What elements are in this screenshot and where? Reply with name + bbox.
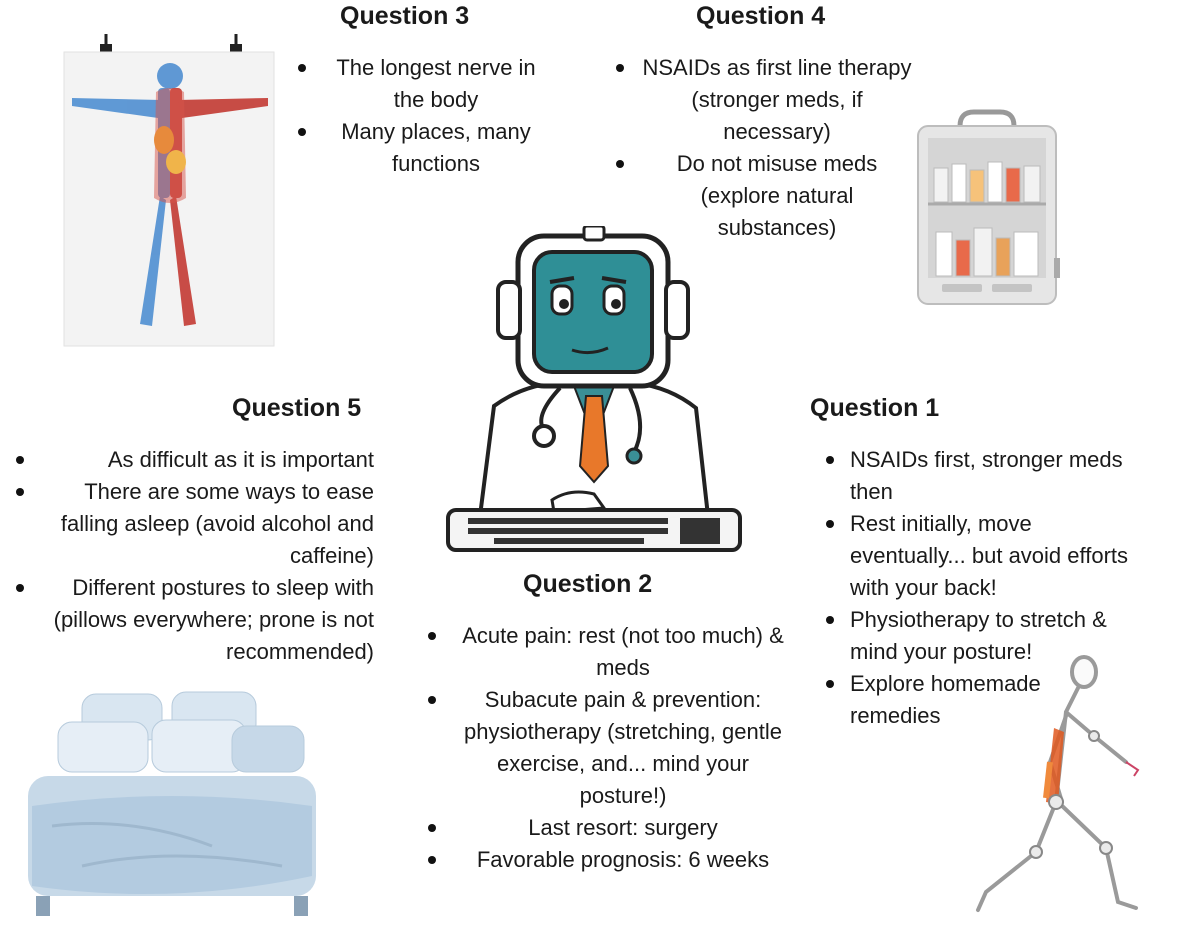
list-item: NSAIDs as first line therapy (stronger m… <box>612 52 912 148</box>
question-5-list: As difficult as it is important There ar… <box>12 444 374 668</box>
question-5-title: Question 5 <box>232 394 362 422</box>
question-4-list: NSAIDs as first line therapy (stronger m… <box>612 52 912 244</box>
question-3-title: Question 3 <box>340 2 470 30</box>
anatomy-poster-icon <box>58 28 280 350</box>
list-item: Many places, many functions <box>296 116 546 180</box>
walking-skeleton-icon <box>966 652 1166 922</box>
list-item: Rest initially, move eventually... but a… <box>826 508 1136 604</box>
list-item: NSAIDs first, stronger meds then <box>826 444 1136 508</box>
list-item: Favorable prognosis: 6 weeks <box>424 844 792 876</box>
list-item: Last resort: surgery <box>424 812 792 844</box>
question-2-title: Question 2 <box>523 570 653 598</box>
list-item: The longest nerve in the body <box>296 52 546 116</box>
list-item: Subacute pain & prevention: physiotherap… <box>424 684 792 812</box>
list-item: Explore homemade remedies <box>826 668 1136 732</box>
list-item: Physiotherapy to stretch & mind your pos… <box>826 604 1136 668</box>
robot-doctor-icon <box>434 226 754 556</box>
list-item: Different postures to sleep with (pillow… <box>12 572 374 668</box>
list-item: Acute pain: rest (not too much) & meds <box>424 620 792 684</box>
question-2-list: Acute pain: rest (not too much) & meds S… <box>424 620 792 876</box>
bed-icon <box>22 676 322 922</box>
list-item: Do not misuse meds (explore natural subs… <box>612 148 912 244</box>
question-1-list: NSAIDs first, stronger meds then Rest in… <box>826 444 1136 732</box>
medicine-cabinet-icon <box>912 108 1062 308</box>
question-4-title: Question 4 <box>696 2 826 30</box>
question-1-title: Question 1 <box>810 394 940 422</box>
list-item: As difficult as it is important <box>12 444 374 476</box>
question-3-list: The longest nerve in the body Many place… <box>296 52 546 180</box>
list-item: There are some ways to ease falling asle… <box>12 476 374 572</box>
